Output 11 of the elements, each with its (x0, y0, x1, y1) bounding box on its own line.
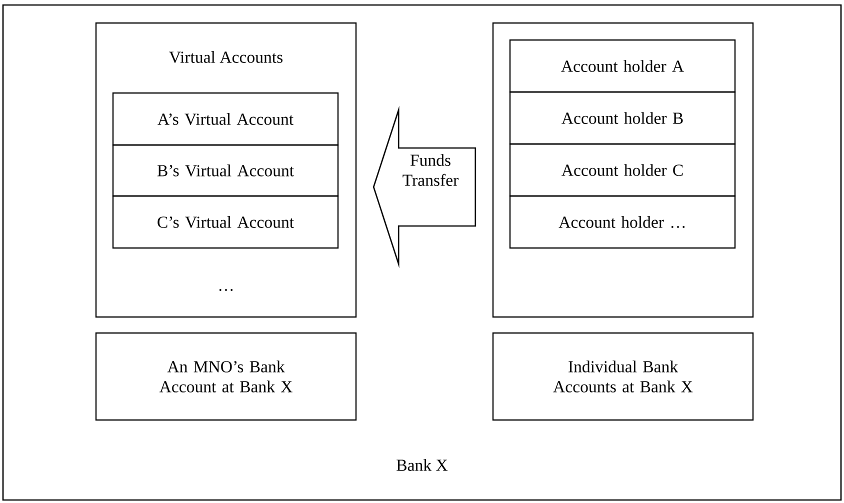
account-row: Account holder C (509, 143, 736, 197)
account-row: B’s Virtual Account (112, 144, 339, 197)
account-box: An MNO’s Bank Account at Bank X (95, 332, 357, 421)
account-row: Account holder A (509, 39, 736, 93)
edge-label: Funds Transfer (396, 152, 466, 188)
account-panel (492, 22, 754, 318)
account-row: Account holder … (509, 195, 736, 249)
account-row: A’s Virtual Account (112, 92, 339, 146)
account-row: Account holder B (509, 91, 736, 145)
account-box: Individual Bank Accounts at Bank X (492, 332, 754, 421)
account-row: C’s Virtual Account (112, 195, 339, 249)
